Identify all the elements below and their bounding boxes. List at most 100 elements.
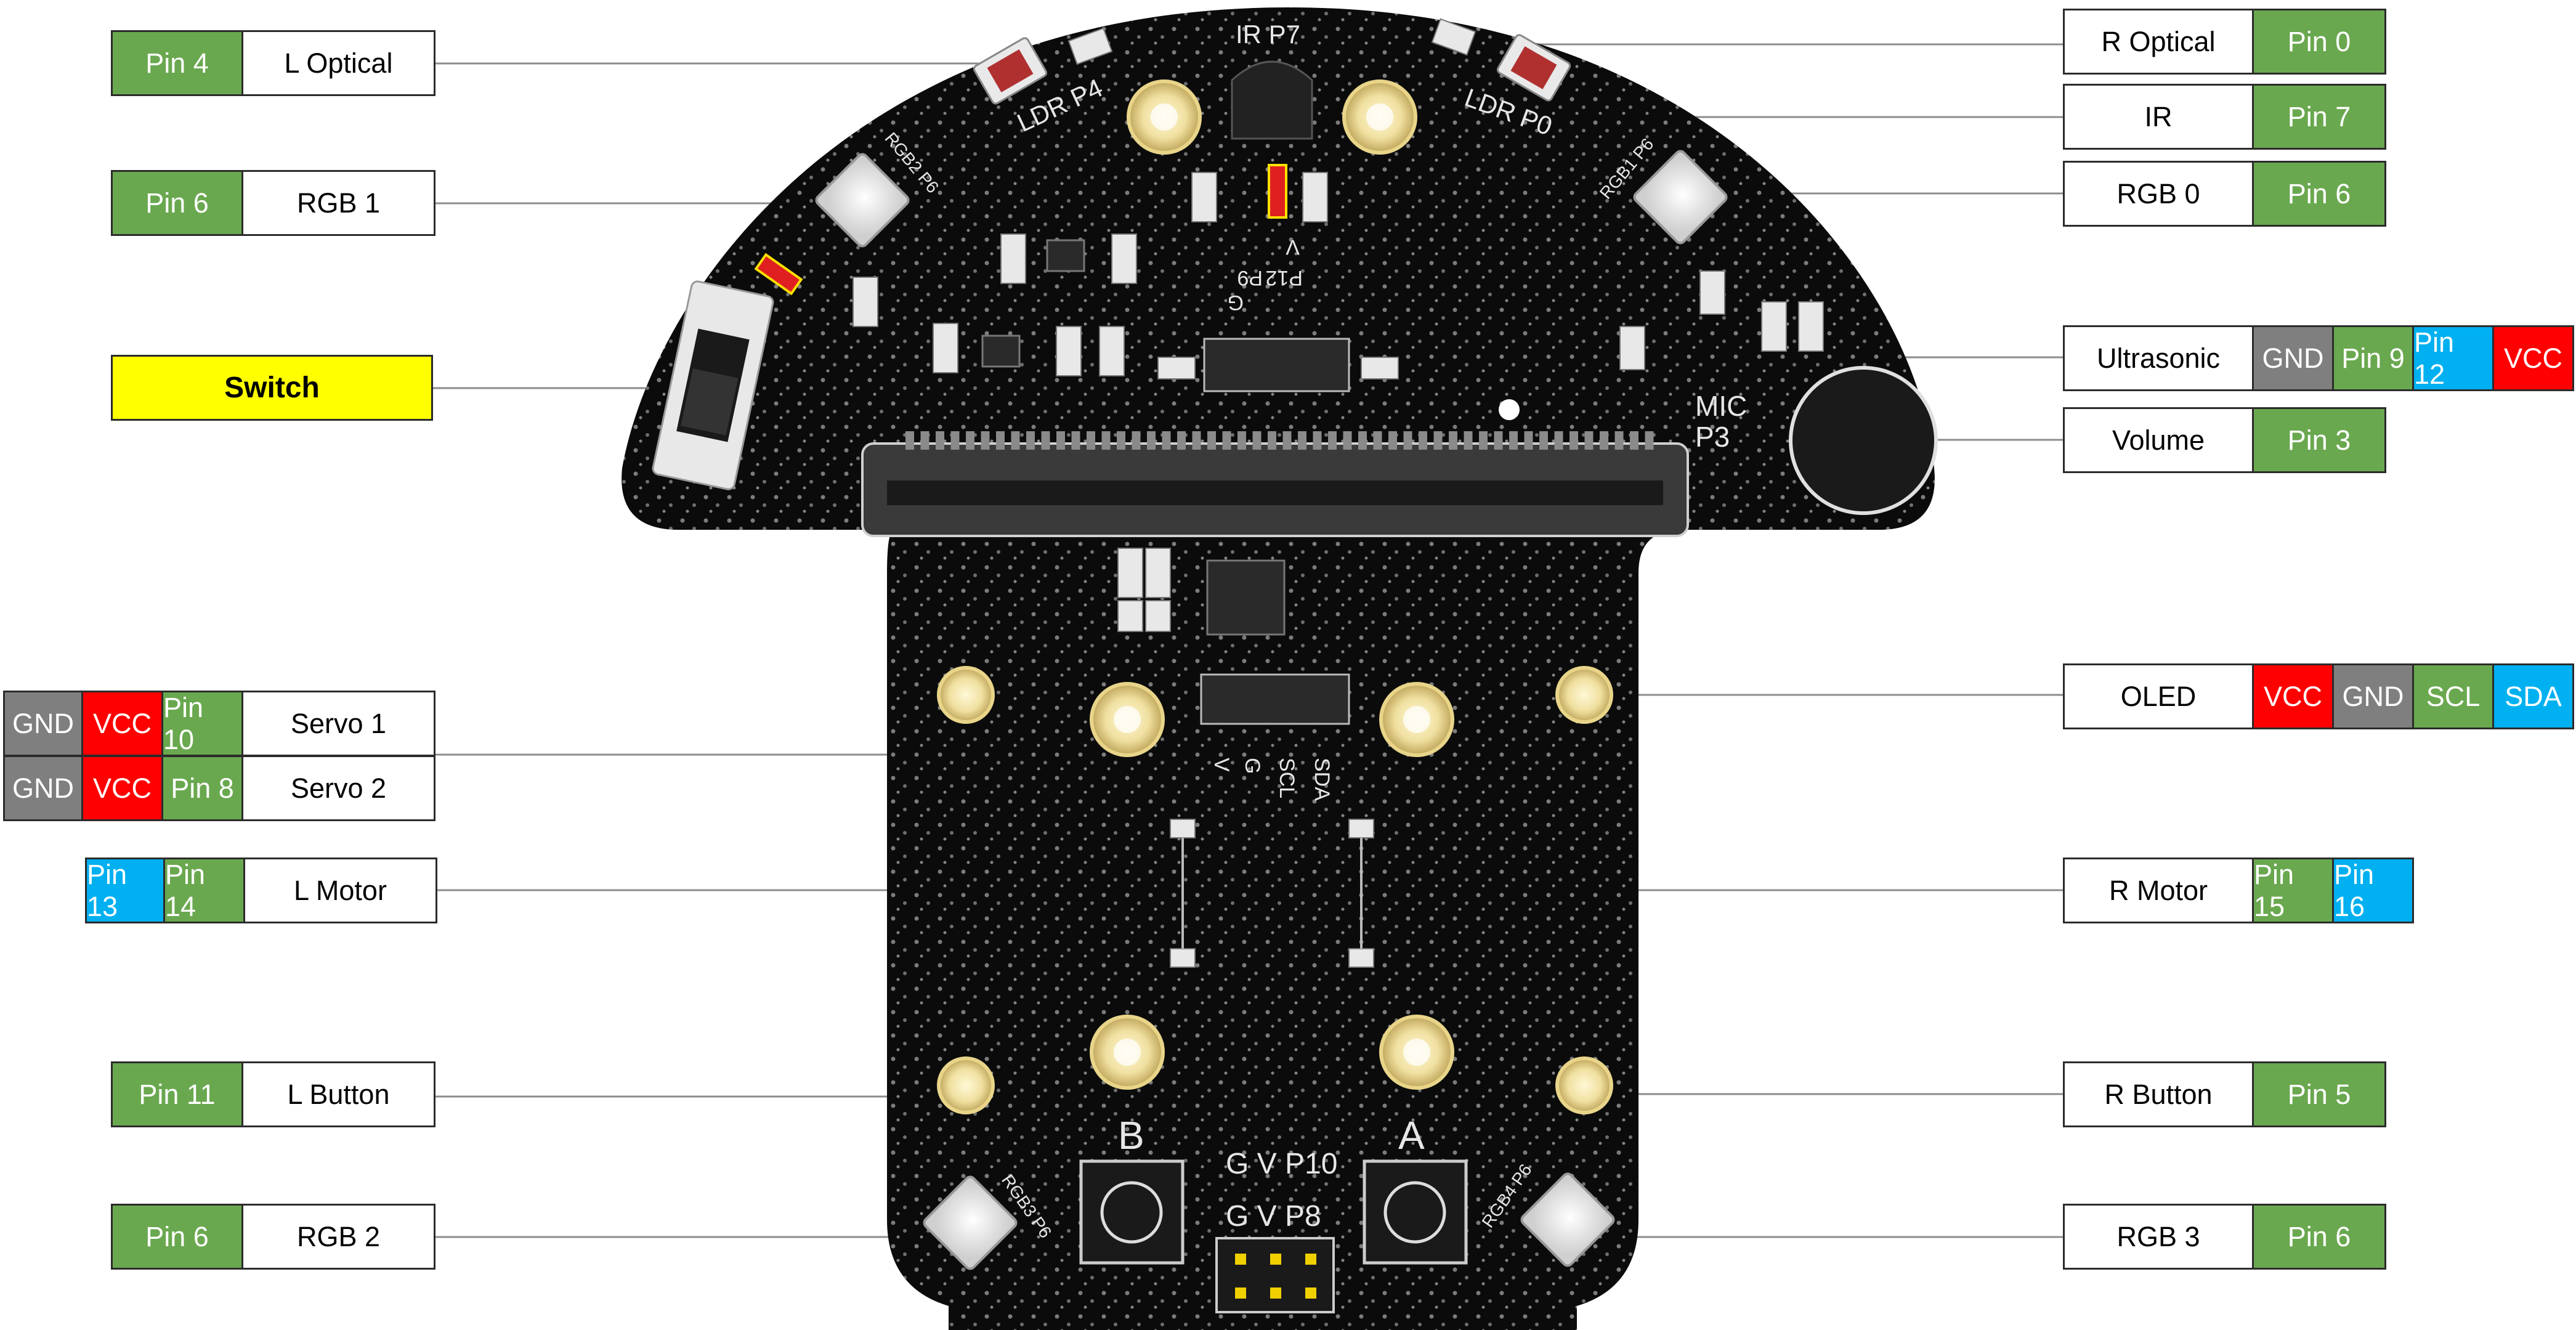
connector-pin <box>1132 431 1141 450</box>
label-rgb-0: RGB 0Pin 6 <box>2063 161 2386 227</box>
connector-pin <box>1117 431 1125 450</box>
silk-p3: P3 <box>1695 421 1730 453</box>
rgb-0-cell-0: RGB 0 <box>2063 161 2254 227</box>
connector-pin <box>1449 431 1457 450</box>
silk-servo-g: G <box>1241 758 1264 774</box>
connector-pin <box>996 431 1005 450</box>
servo-1-cell-1: VCC <box>83 691 163 756</box>
connector-pin <box>936 431 944 450</box>
connector-pin <box>966 431 974 450</box>
connector-pin <box>1630 431 1638 450</box>
rgb-2-cell-0: Pin 6 <box>111 1204 243 1270</box>
r-motor-cell-0: R Motor <box>2063 858 2254 923</box>
connector-pin <box>1600 431 1608 450</box>
connector-pin <box>1569 431 1578 450</box>
servo-2-cell-2: Pin 8 <box>163 755 243 821</box>
connector-pin <box>1388 431 1397 450</box>
silk-mic: MIC <box>1695 390 1747 422</box>
silk-us-g: G <box>1228 291 1244 314</box>
label-rgb-1: Pin 6RGB 1 <box>111 170 435 236</box>
l-optical-cell-0: Pin 4 <box>111 30 243 96</box>
label-r-button: R ButtonPin 5 <box>2063 1061 2386 1127</box>
silk-ir: IR P7 <box>1236 20 1300 49</box>
r-motor-cell-2: Pin 16 <box>2334 858 2414 923</box>
connector-pin <box>905 431 914 450</box>
connector-pin <box>1268 431 1276 450</box>
label-rgb-3: RGB 3Pin 6 <box>2063 1204 2386 1270</box>
connector-pin <box>1358 431 1367 450</box>
connector-pin <box>1026 431 1035 450</box>
microphone-drawing <box>1791 368 1936 513</box>
silk-header-p10: G V P10 <box>1226 1148 1337 1180</box>
label-servo-2: GNDVCCPin 8Servo 2 <box>3 755 435 821</box>
connector-pin <box>1283 431 1292 450</box>
connector-pin <box>1509 431 1518 450</box>
r-motor-cell-1: Pin 15 <box>2254 858 2334 923</box>
label-servo-1: GNDVCCPin 10Servo 1 <box>3 691 435 756</box>
servo-header-drawing <box>1217 1238 1334 1312</box>
connector-pin <box>951 431 960 450</box>
servo-2-cell-1: VCC <box>83 755 163 821</box>
connector-pin <box>1177 431 1186 450</box>
rgb-1-cell-1: RGB 1 <box>243 170 435 236</box>
oled-cell-4: SDA <box>2494 663 2574 729</box>
connector-pin <box>1253 431 1262 450</box>
label-r-optical: R OpticalPin 0 <box>2063 9 2386 75</box>
connector-pin <box>1539 431 1548 450</box>
servo-2-cell-3: Servo 2 <box>243 755 435 821</box>
label-ultrasonic: UltrasonicGNDPin 9Pin 12VCC <box>2063 325 2574 391</box>
connector-pin <box>1237 431 1246 450</box>
rgb-2-cell-1: RGB 2 <box>243 1204 435 1270</box>
connector-pin <box>1555 431 1563 450</box>
connector-pin <box>1162 431 1171 450</box>
r-button-cell-0: R Button <box>2063 1061 2254 1127</box>
oled-cell-3: SCL <box>2414 663 2494 729</box>
label-l-button: Pin 11L Button <box>111 1061 435 1127</box>
l-motor-cell-1: Pin 14 <box>165 858 245 923</box>
ir-cell-1: Pin 7 <box>2254 84 2386 150</box>
connector-pin <box>1011 431 1020 450</box>
connector-pin <box>1434 431 1443 450</box>
label-switch: Switch <box>111 355 433 421</box>
connector-pin <box>1404 431 1412 450</box>
connector-pin <box>981 431 990 450</box>
ultrasonic-cell-0: Ultrasonic <box>2063 325 2254 391</box>
connector-pin <box>1193 431 1201 450</box>
silk-us-p9: P9 <box>1237 266 1263 290</box>
silk-button-b: B <box>1118 1113 1144 1158</box>
switch-cell-0: Switch <box>111 355 433 421</box>
ultrasonic-cell-3: Pin 12 <box>2414 325 2494 391</box>
connector-pin <box>1056 431 1065 450</box>
connector-pin <box>1102 431 1111 450</box>
connector-pin <box>1419 431 1427 450</box>
label-ir: IRPin 7 <box>2063 84 2386 150</box>
rgb-3-cell-1: Pin 6 <box>2254 1204 2386 1270</box>
connector-pin <box>1298 431 1306 450</box>
label-r-motor: R MotorPin 15Pin 16 <box>2063 858 2414 923</box>
connector-pin <box>1147 431 1156 450</box>
connector-pin <box>1585 431 1594 450</box>
oled-cell-1: VCC <box>2254 663 2334 729</box>
connector-pin <box>1645 431 1654 450</box>
label-oled: OLEDVCCGNDSCLSDA <box>2063 663 2574 729</box>
connector-pin <box>1223 431 1231 450</box>
r-optical-cell-0: R Optical <box>2063 9 2254 75</box>
rgb-1-cell-0: Pin 6 <box>111 170 243 236</box>
connector-pin <box>1072 431 1080 450</box>
connector-pin <box>1328 431 1337 450</box>
l-optical-cell-1: L Optical <box>243 30 435 96</box>
silk-button-a: A <box>1398 1113 1425 1158</box>
connector-pin <box>1479 431 1488 450</box>
connector-pin <box>1615 431 1624 450</box>
ir-receiver-drawing <box>1232 62 1312 139</box>
label-rgb-2: Pin 6RGB 2 <box>111 1204 435 1270</box>
label-l-motor: Pin 13Pin 14L Motor <box>85 858 437 923</box>
rgb-0-cell-1: Pin 6 <box>2254 161 2386 227</box>
oled-cell-2: GND <box>2334 663 2414 729</box>
connector-pin <box>1087 431 1095 450</box>
ir-cell-0: IR <box>2063 84 2254 150</box>
ultrasonic-cell-2: Pin 9 <box>2334 325 2414 391</box>
r-optical-cell-1: Pin 0 <box>2254 9 2386 75</box>
edge-connector <box>862 431 1688 536</box>
